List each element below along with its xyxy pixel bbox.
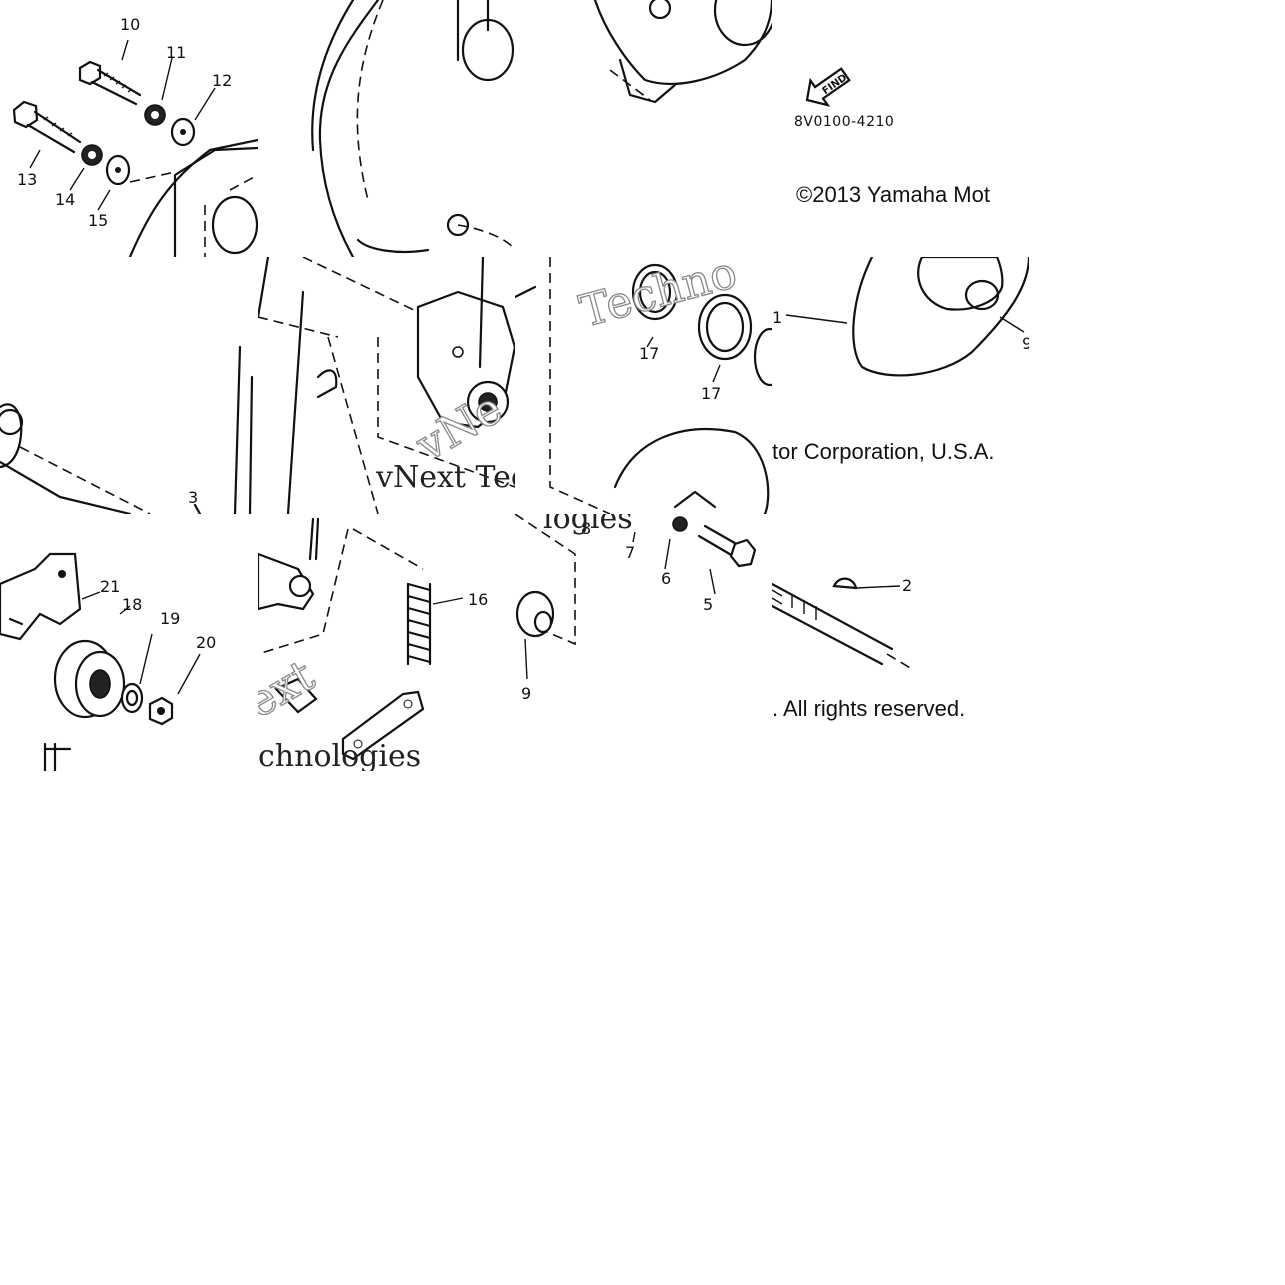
- tile-shaft: 2 . All rights reserved.: [772, 514, 1029, 771]
- washer-12: [170, 117, 196, 147]
- callout-5: 5: [703, 595, 713, 614]
- tile-bracket: vNe vNext Tec: [258, 257, 515, 514]
- nut-11: [144, 104, 166, 126]
- copyright-line-3: . All rights reserved.: [772, 696, 966, 721]
- tile-housing-top: [258, 0, 515, 257]
- watermark-ext: ext: [258, 650, 323, 729]
- callout-16: 16: [468, 590, 488, 609]
- nut-20: [148, 696, 174, 726]
- washer-15: [105, 154, 131, 186]
- tile-fixings: 9 8 7 6 5 logies: [515, 514, 772, 771]
- callout-20: 20: [196, 633, 216, 652]
- shaft-drawing: 2: [772, 576, 913, 670]
- callout-7: 7: [625, 543, 635, 562]
- callout-15: 15: [88, 211, 108, 230]
- callout-11: 11: [166, 43, 186, 62]
- washer-19: [120, 682, 144, 714]
- watermark-vnext-tec: vNext Tec: [375, 460, 515, 495]
- nut-14: [81, 144, 103, 166]
- tile-pulley: 1 9 tor Corporation, U.S.A.: [772, 257, 1029, 514]
- tile-spring: 16 ext chnologies: [258, 514, 515, 771]
- callout-17b: 17: [701, 384, 721, 403]
- bolt-10: [78, 60, 142, 106]
- find-arrow-icon: FIND: [805, 67, 851, 107]
- tile-seals: 17 17 Techno: [515, 257, 772, 514]
- callout-19: 19: [160, 609, 180, 628]
- cam-9: [515, 590, 555, 638]
- callout-12: 12: [212, 71, 232, 90]
- callout-8: 8: [581, 519, 591, 538]
- callout-18: 18: [122, 595, 142, 614]
- seal-17b: [697, 293, 753, 361]
- copyright-line-1: ©2013 Yamaha Mot: [796, 182, 990, 207]
- pulley-drawing: 1 9: [772, 257, 1029, 377]
- callout-3: 3: [188, 488, 198, 507]
- callout-2: 2: [902, 576, 912, 595]
- tile-title-block: FIND 8V0100-4210 ©2013 Yamaha Mot: [772, 0, 1029, 257]
- tile-lever: 3: [0, 257, 258, 514]
- watermark-logies: logies: [543, 514, 633, 536]
- bolt-13: [12, 100, 82, 154]
- callout-6: 6: [661, 569, 671, 588]
- callout-10: 10: [120, 15, 140, 34]
- part-code: 8V0100-4210: [794, 114, 895, 130]
- callout-9a: 9: [1022, 334, 1029, 353]
- tile-fasteners: 10 11 12 13 14 15: [0, 0, 258, 257]
- tile-roller: 21 18 19 20: [0, 514, 258, 771]
- seal-17a: [631, 263, 679, 321]
- callout-1: 1: [772, 308, 782, 327]
- roller-18: [53, 639, 126, 719]
- spring-16: [406, 582, 432, 666]
- woodruff-key-2: [832, 577, 858, 590]
- callout-14: 14: [55, 190, 75, 209]
- tile-housing-right: [515, 0, 772, 257]
- copyright-line-2: tor Corporation, U.S.A.: [772, 439, 995, 464]
- callout-17a: 17: [639, 344, 659, 363]
- watermark-chnologies: chnologies: [258, 739, 421, 771]
- callout-9b: 9: [521, 684, 531, 703]
- callout-21: 21: [100, 577, 120, 596]
- callout-13: 13: [17, 170, 37, 189]
- bolt-5: [697, 524, 757, 568]
